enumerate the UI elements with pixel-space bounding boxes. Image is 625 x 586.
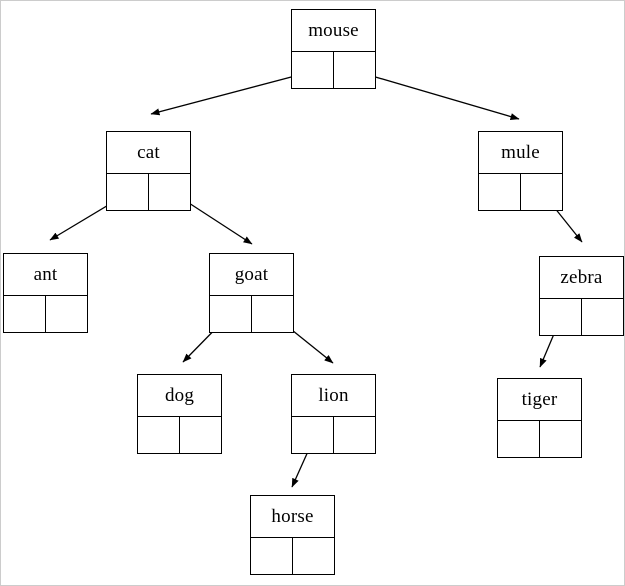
node-left-pointer-mule[interactable] [479, 174, 521, 210]
tree-node-tiger[interactable]: tiger [497, 378, 582, 458]
node-label-mouse: mouse [292, 10, 375, 52]
tree-node-zebra[interactable]: zebra [539, 256, 624, 336]
node-right-pointer-dog[interactable] [180, 417, 222, 453]
node-pointers-mule [479, 174, 562, 210]
node-right-pointer-lion[interactable] [334, 417, 376, 453]
node-right-pointer-tiger[interactable] [540, 421, 582, 457]
tree-node-cat[interactable]: cat [106, 131, 191, 211]
node-pointers-horse [251, 538, 334, 574]
node-left-pointer-zebra[interactable] [540, 299, 582, 335]
node-pointers-ant [4, 296, 87, 332]
node-label-tiger: tiger [498, 379, 581, 421]
node-left-pointer-horse[interactable] [251, 538, 293, 574]
node-right-pointer-ant[interactable] [46, 296, 88, 332]
tree-node-dog[interactable]: dog [137, 374, 222, 454]
node-pointers-zebra [540, 299, 623, 335]
node-label-goat: goat [210, 254, 293, 296]
node-left-pointer-dog[interactable] [138, 417, 180, 453]
node-right-pointer-goat[interactable] [252, 296, 294, 332]
node-label-zebra: zebra [540, 257, 623, 299]
node-left-pointer-tiger[interactable] [498, 421, 540, 457]
node-label-ant: ant [4, 254, 87, 296]
node-label-mule: mule [479, 132, 562, 174]
tree-node-lion[interactable]: lion [291, 374, 376, 454]
node-pointers-cat [107, 174, 190, 210]
node-right-pointer-horse[interactable] [293, 538, 335, 574]
tree-edge-mouse-left-to-cat [150, 70, 315, 116]
node-pointers-tiger [498, 421, 581, 457]
node-pointers-goat [210, 296, 293, 332]
node-left-pointer-ant[interactable] [4, 296, 46, 332]
node-label-lion: lion [292, 375, 375, 417]
tree-node-ant[interactable]: ant [3, 253, 88, 333]
node-label-horse: horse [251, 496, 334, 538]
node-label-cat: cat [107, 132, 190, 174]
node-pointers-dog [138, 417, 221, 453]
node-pointers-lion [292, 417, 375, 453]
node-right-pointer-mule[interactable] [521, 174, 563, 210]
tree-edge-mouse-right-to-mule [354, 70, 520, 120]
tree-node-horse[interactable]: horse [250, 495, 335, 575]
node-left-pointer-cat[interactable] [107, 174, 149, 210]
node-pointers-mouse [292, 52, 375, 88]
tree-node-mule[interactable]: mule [478, 131, 563, 211]
node-label-dog: dog [138, 375, 221, 417]
tree-node-goat[interactable]: goat [209, 253, 294, 333]
node-right-pointer-mouse[interactable] [334, 52, 376, 88]
node-right-pointer-zebra[interactable] [582, 299, 624, 335]
tree-node-mouse[interactable]: mouse [291, 9, 376, 89]
node-left-pointer-goat[interactable] [210, 296, 252, 332]
node-left-pointer-lion[interactable] [292, 417, 334, 453]
node-right-pointer-cat[interactable] [149, 174, 191, 210]
node-left-pointer-mouse[interactable] [292, 52, 334, 88]
